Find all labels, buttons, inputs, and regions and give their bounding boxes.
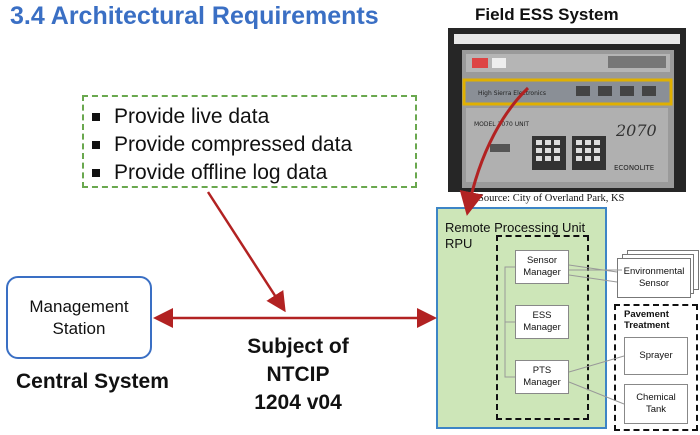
ess-manager-line2: Manager [523, 322, 561, 333]
sensor-manager-line2: Manager [523, 267, 561, 278]
ntcip-label-line2: 1204 v04 [254, 391, 342, 414]
requirements-arrow [206, 191, 286, 313]
photo-econolite-text: ECONOLITE [614, 164, 654, 172]
sensor-line2: Sensor [638, 278, 670, 289]
chemical-tank-label: Chemical Tank [636, 392, 676, 415]
ntcip-label-line1: Subject of NTCIP [247, 335, 349, 386]
photo-rpu-arrow [459, 86, 530, 216]
pavement-treatment-label: Pavement Treatment [624, 309, 669, 331]
central-system-label: Central System [16, 370, 169, 393]
requirements-box: Provide live data Provide compressed dat… [82, 95, 417, 188]
ess-manager-line1: ESS [532, 310, 552, 321]
sensor-line1: Environmental [623, 266, 685, 277]
requirement-text: Provide live data [114, 105, 270, 128]
photo-title: Field ESS System [475, 5, 619, 24]
management-station-box: Management Station [6, 276, 152, 359]
rpu-box [436, 207, 607, 429]
requirement-text: Provide offline log data [114, 161, 328, 184]
bullet-icon [92, 141, 100, 149]
ntcip-label: Subject of NTCIP 1204 v04 [218, 333, 378, 417]
rpu-manager-group [496, 235, 589, 420]
bullet-icon [92, 113, 100, 121]
photo-brand-text: High Sierra Electronics [478, 90, 546, 97]
sensor-manager-line1: Sensor [526, 255, 558, 266]
requirement-text: Provide compressed data [114, 133, 353, 156]
rpu-title-line1: Remote Processing Unit [445, 220, 586, 235]
management-station-label: Management Station [29, 296, 129, 338]
slide-title: 3.4 Architectural Requirements [10, 2, 379, 30]
bullet-icon [92, 169, 100, 177]
pavement-treatment-box [614, 304, 698, 431]
rpu-title-line2: RPU [445, 236, 473, 251]
pts-manager-line2: Manager [523, 377, 561, 388]
photo-logo-text: 2070 [615, 121, 657, 140]
sprayer-box: Sprayer [624, 337, 688, 375]
requirement-item: Provide offline log data [92, 159, 415, 187]
photo-model-text: MODEL 2070 UNIT [474, 121, 529, 128]
rpu-title: Remote Processing Unit RPU [445, 220, 585, 252]
sprayer-label: Sprayer [639, 350, 673, 361]
pavement-line1: Pavement [624, 309, 669, 320]
pts-manager-line1: PTS [532, 365, 552, 376]
chemical-tank-box: Chemical Tank [624, 384, 688, 424]
requirement-item: Provide compressed data [92, 131, 415, 159]
photo-caption: Source: City of Overland Park, KS [478, 193, 625, 204]
requirement-item: Provide live data [92, 103, 415, 131]
pavement-line2: Treatment [624, 320, 670, 331]
field-ess-photo: High Sierra Electronics MODEL 2070 UNIT … [448, 28, 686, 192]
